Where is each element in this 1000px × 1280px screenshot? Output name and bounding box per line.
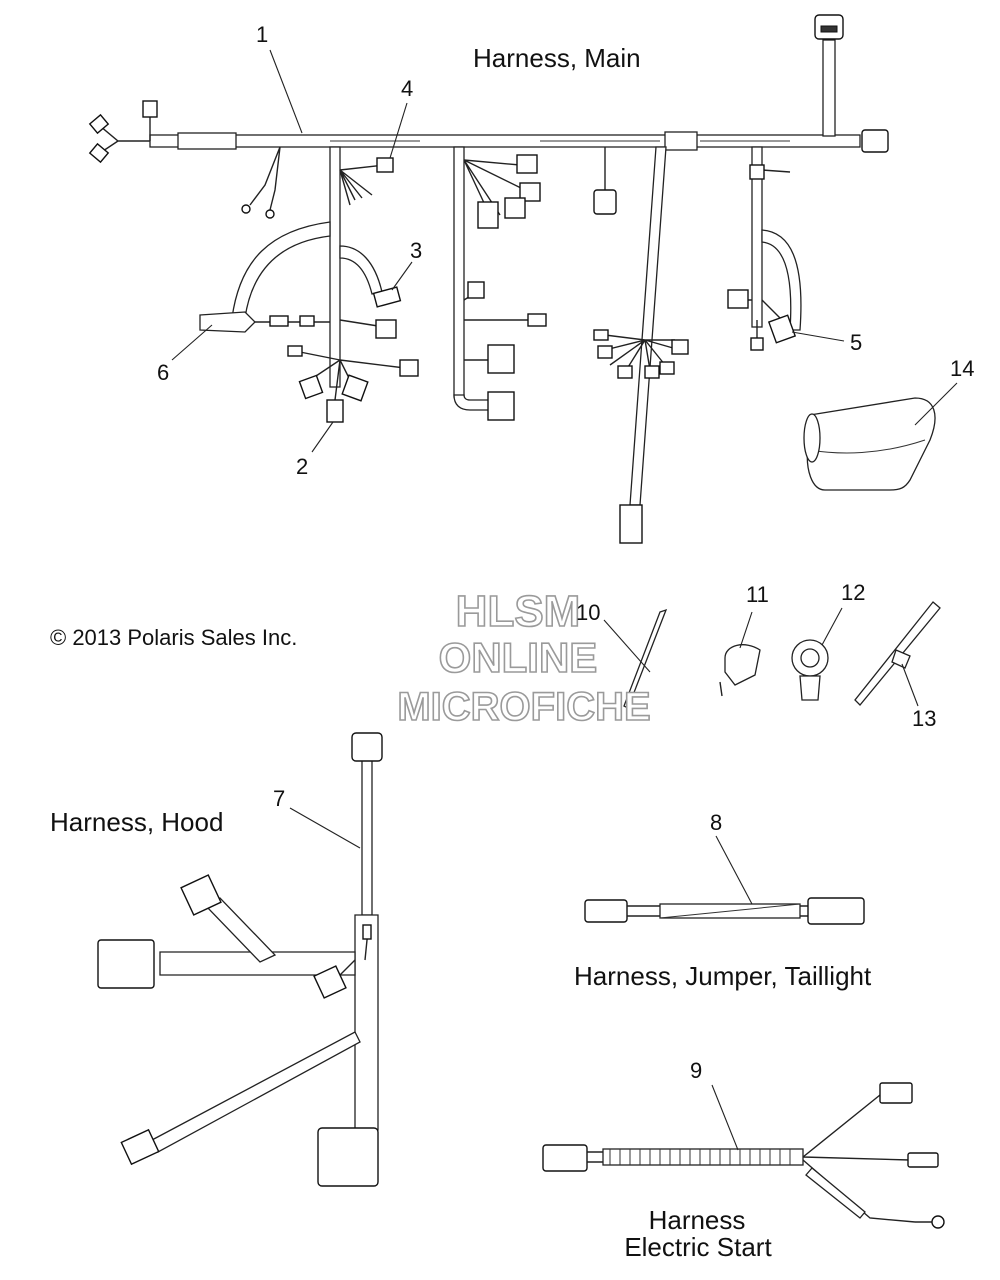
connector-icon xyxy=(644,365,660,379)
callout-10: 10 xyxy=(576,600,600,625)
callout-13: 13 xyxy=(912,706,936,731)
connector-icon xyxy=(399,359,419,377)
title-harness-hood: Harness, Hood xyxy=(50,807,223,837)
callout-9: 9 xyxy=(690,1058,702,1083)
watermark-line-1: HLSM xyxy=(456,587,581,636)
watermark: HLSM ONLINE MICROFICHE xyxy=(397,586,652,730)
connector-icon xyxy=(593,189,617,215)
callout-2: 2 xyxy=(296,454,308,479)
connector-icon xyxy=(326,399,344,423)
connector-icon xyxy=(351,732,383,762)
wire-clip-icon xyxy=(719,644,761,697)
connector-icon xyxy=(767,314,797,344)
connector-icon xyxy=(298,374,324,400)
connector-icon xyxy=(88,142,110,164)
connector-icon xyxy=(861,129,889,153)
connector-icon xyxy=(593,329,609,341)
connector-icon xyxy=(907,1152,939,1168)
connector-icon xyxy=(142,100,158,118)
callout-1: 1 xyxy=(256,22,268,47)
wire-clip-icon xyxy=(791,639,829,701)
watermark-line-2: ONLINE xyxy=(439,634,598,681)
title-harness-electric-start-1: Harness xyxy=(649,1205,746,1235)
watermark-line-3: MICROFICHE xyxy=(397,685,650,729)
callout-7: 7 xyxy=(273,786,285,811)
title-harness-main: Harness, Main xyxy=(473,43,641,73)
cable-tie-icon xyxy=(623,608,668,709)
callout-14: 14 xyxy=(950,356,974,381)
callout-11: 11 xyxy=(746,582,769,607)
title-harness-electric-start-2: Electric Start xyxy=(624,1232,772,1262)
ring-terminal-icon xyxy=(265,209,275,219)
connector-icon xyxy=(317,1127,379,1187)
callout-8: 8 xyxy=(710,810,722,835)
connector-icon xyxy=(487,391,515,421)
callout-4: 4 xyxy=(401,76,413,101)
connector-icon xyxy=(879,1082,913,1104)
main-harness xyxy=(88,14,936,544)
callout-3: 3 xyxy=(410,238,422,263)
connector-icon xyxy=(516,154,538,174)
connector-icon xyxy=(597,345,613,359)
connector-icon xyxy=(750,337,764,351)
connector-icon xyxy=(807,897,865,925)
connector-icon xyxy=(659,361,675,375)
connector-icon xyxy=(671,339,689,355)
title-harness-jumper-taillight: Harness, Jumper, Taillight xyxy=(574,961,872,991)
connector-icon xyxy=(372,286,402,308)
connector-icon xyxy=(504,197,526,219)
cable-tie-icon xyxy=(854,601,941,706)
electric-start-harness xyxy=(542,1082,945,1229)
callout-6: 6 xyxy=(157,360,169,385)
connector-icon xyxy=(542,1144,588,1172)
connector-icon xyxy=(584,899,628,923)
connector-icon xyxy=(88,113,110,135)
connector-icon xyxy=(313,965,347,999)
connector-icon xyxy=(527,313,547,327)
callout-12: 12 xyxy=(841,580,865,605)
connector-icon xyxy=(299,315,315,327)
connector-icon xyxy=(269,315,289,327)
callout-5: 5 xyxy=(850,330,862,355)
connector-icon xyxy=(727,289,749,309)
connector-icon xyxy=(287,345,303,357)
connector-icon xyxy=(180,874,222,916)
connector-icon xyxy=(97,939,155,989)
jumper-taillight-harness xyxy=(584,897,865,925)
connector-icon xyxy=(487,344,515,374)
connector-icon xyxy=(376,157,394,173)
connector-icon xyxy=(375,319,397,339)
connector-icon xyxy=(467,281,485,299)
connector-icon xyxy=(617,365,633,379)
copyright: © 2013 Polaris Sales Inc. xyxy=(50,625,297,650)
ring-terminal-icon xyxy=(931,1215,945,1229)
connector-icon xyxy=(619,504,643,544)
connector-icon xyxy=(341,374,369,402)
connector-icon xyxy=(519,182,541,202)
hood-harness xyxy=(97,732,383,1187)
connector-icon xyxy=(120,1128,160,1166)
conduit-sleeve-icon xyxy=(803,397,936,491)
connector-icon xyxy=(477,201,499,229)
ring-terminal-icon xyxy=(241,204,251,214)
